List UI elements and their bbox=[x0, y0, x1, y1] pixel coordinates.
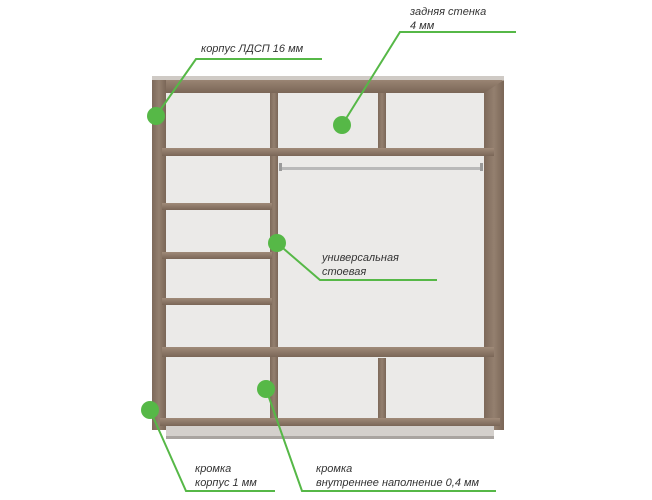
leader-edge-body bbox=[149, 409, 275, 492]
top-divider bbox=[378, 93, 386, 150]
label-back-wall: задняя стенка 4 мм bbox=[410, 5, 486, 33]
leader-back-wall bbox=[341, 31, 516, 126]
label-back-wall-line2: 4 мм bbox=[410, 20, 435, 32]
label-edge-inner-line1: кромка bbox=[316, 463, 353, 475]
leader-edge-inner bbox=[265, 388, 496, 492]
bottom-divider bbox=[378, 358, 386, 422]
callout-dot-body bbox=[147, 107, 165, 125]
right-side-wall bbox=[484, 80, 504, 430]
top-shelf bbox=[162, 148, 494, 156]
leader-body bbox=[155, 58, 322, 117]
left-side-wall bbox=[152, 80, 166, 430]
label-edge-body: кромка корпус 1 мм bbox=[195, 462, 257, 490]
callout-dot-edge-inner bbox=[257, 380, 275, 398]
label-partition: универсальная стоевая bbox=[322, 251, 399, 279]
label-partition-line2: стоевая bbox=[322, 266, 367, 278]
floor-board bbox=[160, 418, 500, 426]
top-edge bbox=[152, 76, 504, 80]
left-shelf bbox=[162, 298, 272, 305]
label-back-wall-line1: задняя стенка bbox=[410, 6, 487, 18]
callout-lines bbox=[149, 31, 516, 492]
label-body: корпус ЛДСП 16 мм bbox=[201, 42, 303, 56]
label-edge-body-line1: кромка bbox=[195, 463, 232, 475]
label-partition-line1: универсальная bbox=[322, 252, 399, 264]
label-edge-inner: кромка внутреннее наполнение 0,4 мм bbox=[316, 462, 479, 490]
left-shelf bbox=[162, 252, 272, 259]
hanging-rail bbox=[280, 167, 482, 170]
bottom-shelf bbox=[162, 347, 494, 357]
callout-dot-edge-body bbox=[141, 401, 159, 419]
plinth-shadow bbox=[166, 436, 494, 439]
label-edge-inner-line2: внутреннее наполнение 0,4 мм bbox=[316, 477, 480, 489]
label-edge-body-line2: корпус 1 мм bbox=[195, 477, 257, 489]
top-board bbox=[152, 77, 504, 93]
rail-holder-right bbox=[480, 163, 483, 171]
leader-partition bbox=[276, 242, 437, 281]
middle-partition bbox=[270, 93, 278, 423]
label-body-line1: корпус ЛДСП 16 мм bbox=[201, 43, 304, 55]
left-shelf bbox=[162, 203, 272, 210]
rail-holder-left bbox=[279, 163, 282, 171]
plinth bbox=[166, 426, 494, 438]
callout-dot-back-wall bbox=[333, 116, 351, 134]
callout-dot-partition bbox=[268, 234, 286, 252]
